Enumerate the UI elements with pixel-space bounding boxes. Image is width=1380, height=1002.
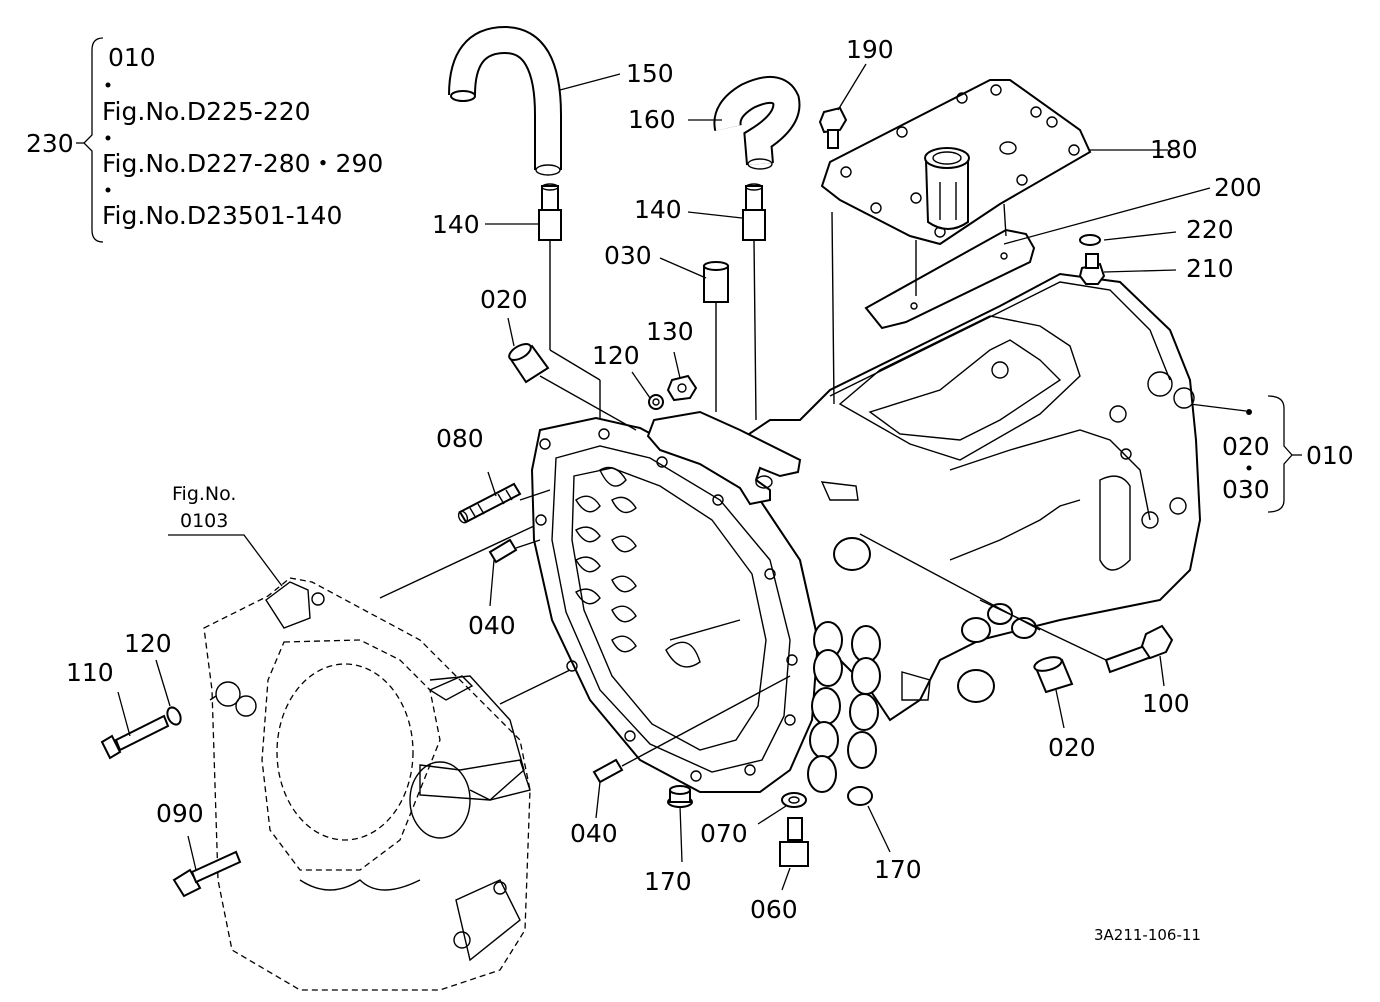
stud-080 [457, 482, 522, 524]
bushing-020-lower [1033, 656, 1074, 694]
callout-040-lower: 040 [570, 819, 618, 848]
callout-170-right: 170 [874, 855, 922, 884]
plug-170-left [667, 785, 693, 808]
bolt-100 [1104, 624, 1174, 674]
group-230-item-4: Fig.No.D23501-140 [102, 201, 342, 230]
group-230-item-2: Fig.No.D225-220 [102, 97, 311, 126]
callout-200: 200 [1214, 173, 1262, 202]
alignment-lines [209, 203, 1107, 767]
callout-140-right: 140 [634, 195, 682, 224]
fig-ref-line2: 0103 [180, 510, 228, 532]
callout-150: 150 [626, 59, 674, 88]
leader-lines [117, 63, 1211, 891]
washer-220 [1079, 234, 1101, 246]
group-230-item-1: 010 [108, 43, 156, 72]
group-010-item-1: 020 [1222, 432, 1270, 461]
group-010-bracket [1189, 395, 1302, 513]
dowel-pin-040-upper [488, 538, 518, 564]
plug-210 [1078, 253, 1106, 285]
callout-190: 190 [846, 35, 894, 64]
top-cover-plate [820, 79, 1092, 246]
washer-070 [781, 792, 807, 808]
callout-030: 030 [604, 241, 652, 270]
sleeve-030 [703, 261, 729, 303]
group-230-bracket [76, 37, 111, 243]
group-010-item-2: 030 [1222, 475, 1270, 504]
group-010-number: 010 [1306, 441, 1354, 470]
callout-060: 060 [750, 895, 798, 924]
bolt-090 [172, 850, 242, 898]
callout-070: 070 [700, 819, 748, 848]
callout-040-upper: 040 [468, 611, 516, 640]
gasket-plate [864, 228, 1036, 330]
callout-170-left: 170 [644, 867, 692, 896]
callout-220: 220 [1186, 215, 1234, 244]
flywheel-housing [203, 577, 531, 991]
washer-120-lower [166, 706, 182, 726]
group-230-item-3: Fig.No.D227-280・290 [102, 149, 383, 178]
callout-110: 110 [66, 658, 114, 687]
fig-ref-line1: Fig.No. [172, 483, 236, 505]
group-230-number: 230 [26, 129, 74, 158]
sleeve-140-left [538, 183, 562, 241]
sleeve-140-right [742, 183, 766, 241]
transmission-case [530, 272, 1202, 793]
washer-120-upper [648, 394, 664, 410]
bolt-110 [100, 714, 170, 760]
callout-140-left: 140 [432, 210, 480, 239]
callout-180: 180 [1150, 135, 1198, 164]
dowel-pin-040-lower [592, 758, 624, 784]
plug-170-right [847, 786, 873, 806]
bushing-020-upper [508, 343, 550, 384]
callout-080: 080 [436, 424, 484, 453]
callout-020-lower: 020 [1048, 733, 1096, 762]
callout-100: 100 [1142, 689, 1190, 718]
callout-130: 130 [646, 317, 694, 346]
drawing-code: 3A211-106-11 [1094, 926, 1201, 944]
callout-210: 210 [1186, 254, 1234, 283]
nut-130 [666, 374, 698, 402]
fig-ref-leader [168, 534, 283, 587]
callout-120-upper: 120 [592, 341, 640, 370]
callout-160: 160 [628, 105, 676, 134]
callout-090: 090 [156, 799, 204, 828]
bolt-190 [818, 106, 848, 149]
callout-020-upper: 020 [480, 285, 528, 314]
plug-060 [779, 817, 809, 867]
callout-120-lower: 120 [124, 629, 172, 658]
